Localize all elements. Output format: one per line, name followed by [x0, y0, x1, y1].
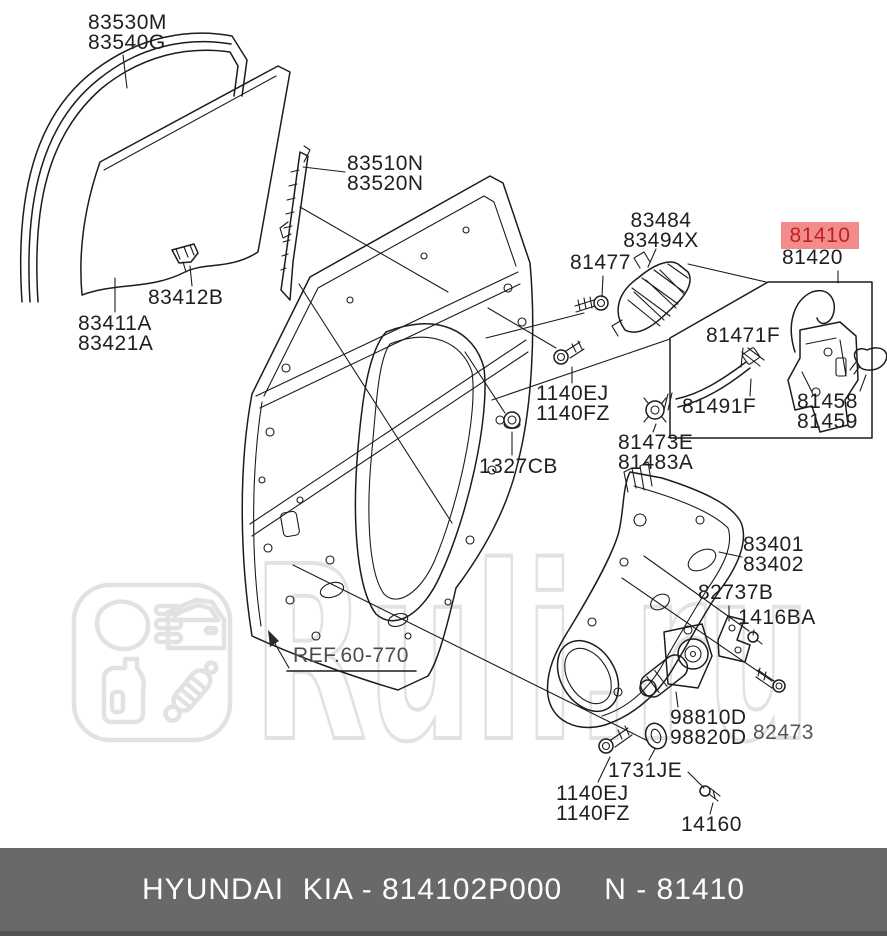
door-glass-drawing: [80, 65, 291, 296]
part-label-83412B: 83412B: [148, 286, 224, 309]
part-number: 83411A: [78, 312, 152, 335]
door-panel-drawing: [241, 175, 534, 691]
part-label-81491F: 81491F: [682, 395, 757, 418]
part-number: 82737B: [698, 581, 774, 604]
part-number: 1731JE: [608, 759, 683, 782]
part-number: 81483A: [618, 451, 694, 474]
part-number: 83421A: [78, 332, 154, 355]
part-label-81471F: 81471F: [706, 324, 781, 347]
part-label-1327CB: 1327CB: [479, 455, 558, 478]
latch-callout-drawing: [663, 281, 887, 439]
part-number: 81458: [797, 390, 858, 413]
leader-lines: [114, 54, 867, 815]
part-number: 81471F: [706, 324, 781, 347]
part-number: 82473: [753, 721, 814, 744]
part-number: 1140EJ: [536, 382, 609, 405]
footer-bar: HYUNDAI KIA - 814102P000 N - 81410: [0, 848, 887, 936]
footer-part-number: N - 81410: [604, 872, 745, 906]
highlighted-part-label-81410[interactable]: 81410: [781, 222, 859, 249]
car-door-icon: [165, 597, 227, 651]
watermark-logo: Ruli.ru: [71, 513, 814, 797]
part-number: 14160: [681, 813, 742, 836]
part-label-81477: 81477: [570, 251, 631, 274]
ref-number: REF.60-770: [293, 644, 409, 667]
part-label-1416BA: 1416BA: [738, 606, 816, 629]
part-number: 98820D: [670, 726, 747, 749]
ref-label: REF.60-770: [293, 644, 409, 667]
part-number: 83401: [743, 533, 804, 556]
part-number: 83530M: [88, 11, 167, 34]
part-label-81420: 81420: [782, 246, 843, 269]
part-number: 83494X: [623, 229, 699, 252]
part-number: 81491F: [682, 395, 757, 418]
shock-absorber-icon: [163, 660, 219, 723]
part-number: 83510N: [347, 152, 424, 175]
part-number: 81410: [789, 223, 851, 247]
footer-catalog-number: HYUNDAI KIA - 814102P000: [142, 872, 563, 906]
oil-bottle-icon: [101, 656, 146, 725]
part-number: 81477: [570, 251, 631, 274]
part-number: 83520N: [347, 172, 424, 195]
part-number: 81459: [797, 410, 858, 433]
part-number: 1140FZ: [556, 802, 630, 825]
part-label-1731JE: 1731JE: [608, 759, 683, 782]
part-number: 81420: [782, 246, 843, 269]
part-number: 83402: [743, 553, 804, 576]
part-number: 1416BA: [738, 606, 816, 629]
rear-channel-drawing: [279, 145, 311, 301]
handle-base-drawing: [611, 251, 691, 337]
part-number: 83412B: [148, 286, 224, 309]
glass-run-drawing: [19, 32, 248, 303]
part-label-82473: 82473: [753, 721, 814, 744]
part-label-14160: 14160: [681, 813, 742, 836]
part-number: 83540G: [88, 31, 166, 54]
fasteners-drawing: [503, 295, 786, 802]
part-number: 1327CB: [479, 455, 558, 478]
regulator-drawing: [546, 461, 751, 729]
part-number: 1140EJ: [556, 782, 629, 805]
part-number: 81473E: [618, 431, 694, 454]
watermark-text: Ruli.ru: [252, 515, 812, 795]
part-number: 1140FZ: [536, 402, 610, 425]
part-number: 98810D: [670, 706, 747, 729]
part-number: 83484: [630, 209, 692, 232]
part-label-82737B: 82737B: [698, 581, 774, 604]
